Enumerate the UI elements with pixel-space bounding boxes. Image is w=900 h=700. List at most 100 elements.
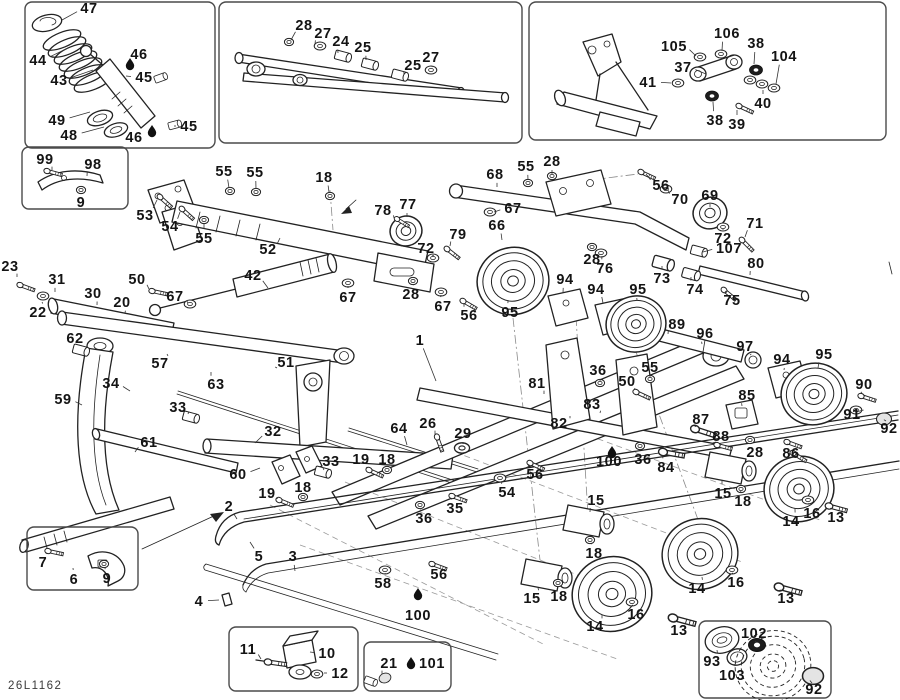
- leader-line: [78, 344, 82, 347]
- hardware-cyl: [651, 254, 676, 272]
- part-label-7: 7: [39, 555, 48, 571]
- part-label-67: 67: [434, 299, 451, 315]
- leader-line: [393, 215, 395, 219]
- part-label-67: 67: [339, 290, 356, 306]
- part-label-55: 55: [246, 165, 263, 181]
- hardware-nut: [414, 500, 426, 510]
- leader-line: [254, 435, 263, 444]
- part-label-88: 88: [712, 429, 729, 445]
- part-label-92: 92: [805, 682, 822, 698]
- part-label-18: 18: [734, 494, 751, 510]
- part-label-95: 95: [501, 305, 518, 321]
- leader-line: [601, 296, 604, 304]
- part-label-70: 70: [671, 192, 688, 208]
- hardware-washer: [313, 41, 327, 51]
- hardware-nut: [735, 484, 747, 494]
- hardware-ring: [748, 637, 766, 653]
- hardware-bolt: [275, 496, 295, 508]
- leader-line: [744, 230, 748, 238]
- hardware-nut: [634, 441, 646, 451]
- hardware-washer: [310, 669, 324, 679]
- leader-line: [694, 425, 698, 428]
- hardware-bolt: [43, 167, 63, 178]
- part-label-11: 11: [240, 642, 257, 658]
- grease-droplet-icon: [125, 58, 135, 71]
- pointer-arrow: [141, 199, 357, 550]
- part-label-14: 14: [688, 581, 705, 597]
- leader-lines: [16, 11, 887, 684]
- leader-line: [493, 209, 501, 213]
- part-label-107: 107: [716, 241, 742, 257]
- leader-line: [69, 111, 91, 119]
- part-label-14: 14: [782, 514, 799, 530]
- part-label-13: 13: [670, 623, 687, 639]
- part-label-50: 50: [618, 374, 635, 390]
- part-label-79: 79: [449, 227, 466, 243]
- leader-line: [309, 651, 315, 653]
- part-label-78: 78: [374, 203, 391, 219]
- hardware-bolt: [393, 216, 411, 229]
- hardware-washer: [594, 248, 608, 258]
- bogie-wheel: [661, 517, 739, 591]
- leader-line: [883, 419, 887, 422]
- hardware-bolt: [156, 193, 174, 210]
- part-label-101: 101: [419, 656, 445, 672]
- part-label-84: 84: [657, 460, 674, 476]
- part-label-44: 44: [29, 53, 46, 69]
- hardware-cyl: [181, 410, 201, 424]
- hardware-bolt: [824, 502, 849, 514]
- hardware-bolt: [857, 392, 877, 403]
- part-label-55: 55: [517, 159, 534, 175]
- part-label-36: 36: [634, 452, 651, 468]
- part-label-106: 106: [714, 26, 740, 42]
- part-label-27: 27: [314, 26, 331, 42]
- part-label-64: 64: [390, 421, 407, 437]
- hardware-cyl: [363, 675, 378, 687]
- leader-line: [412, 283, 414, 286]
- part-label-94: 94: [773, 352, 790, 368]
- part-label-103: 103: [719, 668, 745, 684]
- part-label-100: 100: [405, 608, 431, 624]
- part-label-16: 16: [627, 607, 644, 623]
- hardware-bolt: [738, 236, 755, 253]
- hardware-cyl: [313, 465, 333, 479]
- hardware-bolt: [178, 205, 196, 222]
- part-label-36: 36: [589, 363, 606, 379]
- leader-line: [365, 466, 368, 469]
- leader-line: [384, 572, 386, 575]
- hardware-washer: [36, 291, 50, 301]
- part-label-56: 56: [460, 308, 477, 324]
- part-label-83: 83: [583, 397, 600, 413]
- hardware-bolt: [735, 102, 755, 115]
- part-label-61: 61: [140, 435, 157, 451]
- leader-line: [431, 565, 434, 568]
- part-label-59: 59: [54, 392, 71, 408]
- leader-line: [71, 69, 94, 78]
- part-label-23: 23: [1, 259, 18, 275]
- leader-line: [712, 441, 717, 444]
- leader-line: [419, 507, 422, 510]
- leader-line: [134, 446, 139, 453]
- leader-line: [733, 663, 736, 667]
- hardware-bolt: [44, 547, 65, 557]
- hardware-washer: [725, 565, 739, 575]
- leader-line: [262, 280, 269, 289]
- part-label-93: 93: [703, 654, 720, 670]
- hardware-nut: [644, 374, 656, 384]
- part-label-90: 90: [855, 377, 872, 393]
- part-label-49: 49: [48, 113, 65, 129]
- leader-line: [667, 189, 670, 194]
- hardware-washer: [493, 473, 507, 483]
- hardware-nut: [324, 191, 336, 201]
- leader-line: [855, 409, 864, 413]
- leader-line: [631, 604, 634, 606]
- part-label-56: 56: [526, 467, 543, 483]
- leader-line: [809, 680, 813, 684]
- part-label-96: 96: [696, 326, 713, 342]
- part-label-40: 40: [754, 96, 771, 112]
- part-label-42: 42: [244, 268, 261, 284]
- bogie-wheel: [692, 196, 728, 230]
- hardware-cyl: [689, 244, 709, 258]
